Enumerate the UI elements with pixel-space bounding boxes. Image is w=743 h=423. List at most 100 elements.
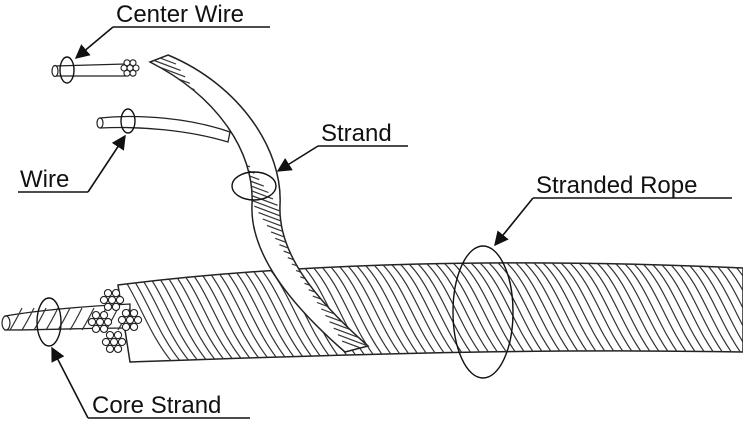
rope-lay-line: [559, 262, 623, 362]
wire-end: [91, 324, 101, 334]
core-lay-line: [81, 307, 95, 331]
strand-lay-line: [208, 141, 241, 155]
rope-lay-line: [631, 262, 695, 362]
wire-end: [99, 295, 109, 305]
rope-lay-line: [424, 262, 488, 362]
rope-lay-line: [676, 262, 740, 362]
wire-end: [129, 59, 137, 67]
rope-lay-line: [721, 262, 743, 362]
rope-lay-line: [316, 262, 380, 362]
rope-lay-line: [352, 262, 416, 362]
core-lay-line: [21, 307, 35, 331]
rope-lay-line: [370, 262, 434, 362]
wire-end: [117, 337, 127, 347]
label-core-strand: Core Strand: [92, 392, 221, 419]
wire-end: [105, 330, 115, 340]
wire-end: [99, 324, 109, 334]
rope-lay-line: [325, 262, 389, 362]
label-stranded-rope: Stranded Rope: [536, 172, 697, 199]
rope-lay-line: [460, 262, 524, 362]
core-lay-line: [9, 307, 23, 331]
wire-end: [109, 337, 119, 347]
wire-end: [99, 310, 109, 320]
strand-lay-line: [249, 199, 283, 213]
wire-end: [121, 308, 131, 318]
core-lay-line: [57, 307, 71, 331]
strand-lay-line: [180, 102, 214, 116]
wire-end: [125, 315, 135, 325]
wire-end: [129, 308, 139, 318]
rope-lay-line: [478, 262, 542, 362]
rope-lay-line: [541, 262, 605, 362]
wire-end: [91, 310, 101, 320]
label-center-wire: Center Wire: [116, 1, 244, 28]
rope-lay-line: [568, 262, 632, 362]
wire-end: [101, 337, 111, 347]
rope-lay-line: [649, 262, 713, 362]
rope-lay-line: [622, 262, 686, 362]
core-lay-line: [69, 307, 83, 331]
rope-lay-line: [604, 262, 668, 362]
rope-lay-line: [514, 262, 578, 362]
rope-lay-line: [577, 262, 641, 362]
rope-lay-line: [388, 262, 452, 362]
core-strand-ring: [36, 297, 62, 347]
rope-lay-line: [658, 262, 722, 362]
rope-lay-line: [406, 262, 470, 362]
wire-end: [103, 288, 113, 298]
stranded-rope-leader: [494, 197, 732, 247]
core-lay-line: [33, 307, 47, 331]
wire-end: [121, 322, 131, 332]
strand-leader: [276, 145, 408, 172]
rope-lay-line: [640, 262, 704, 362]
center-wire-leader: [74, 26, 270, 59]
rope-lay-line: [307, 262, 371, 362]
rope-cross-section: [87, 288, 143, 354]
wire-end: [123, 69, 131, 77]
wire-end: [111, 288, 121, 298]
wire-end: [113, 344, 123, 354]
stranded-rope-body: [117, 262, 743, 363]
rope-lay-line: [505, 262, 569, 362]
wire-end: [107, 295, 117, 305]
rope-lay-line: [685, 262, 743, 362]
strand-lay-line: [341, 340, 368, 352]
rope-lay-line: [397, 262, 461, 362]
rope-lay-line: [118, 262, 173, 362]
wire-end: [117, 315, 127, 325]
rope-lay-line: [487, 262, 551, 362]
wire-end: [105, 344, 115, 354]
label-strand: Strand: [321, 120, 392, 147]
rope-lay-line: [361, 262, 425, 362]
rope-lay-line: [667, 262, 731, 362]
rope-lay-line: [469, 262, 533, 362]
rope-lay-line: [712, 262, 743, 362]
rope-lay-line: [334, 262, 398, 362]
rope-lay-line: [415, 262, 479, 362]
wire-leader: [18, 134, 126, 193]
strand-ring: [231, 171, 277, 201]
center-wire-end: [51, 59, 140, 78]
rope-lay-line: [730, 262, 743, 362]
strand-lay-line: [337, 334, 368, 348]
rope-lay-line: [586, 262, 650, 362]
rope-lay-line: [550, 262, 614, 362]
label-wire: Wire: [20, 166, 69, 193]
core-strand-end: [1, 288, 143, 354]
rope-lay-line: [703, 262, 743, 362]
strand-cross-section: [120, 59, 140, 77]
rope-lay-line: [613, 262, 677, 362]
rope-lay-line: [433, 262, 497, 362]
rope-lay-line: [442, 262, 506, 362]
core-strand-leader: [51, 346, 250, 419]
wire-end: [103, 302, 113, 312]
rope-lay-line: [379, 262, 443, 362]
wire-end: [103, 317, 113, 327]
wire-end: [111, 302, 121, 312]
wire-end: [133, 315, 143, 325]
rope-lay-line: [496, 262, 560, 362]
rope-lay-line: [532, 262, 596, 362]
single-wire: [96, 115, 231, 143]
